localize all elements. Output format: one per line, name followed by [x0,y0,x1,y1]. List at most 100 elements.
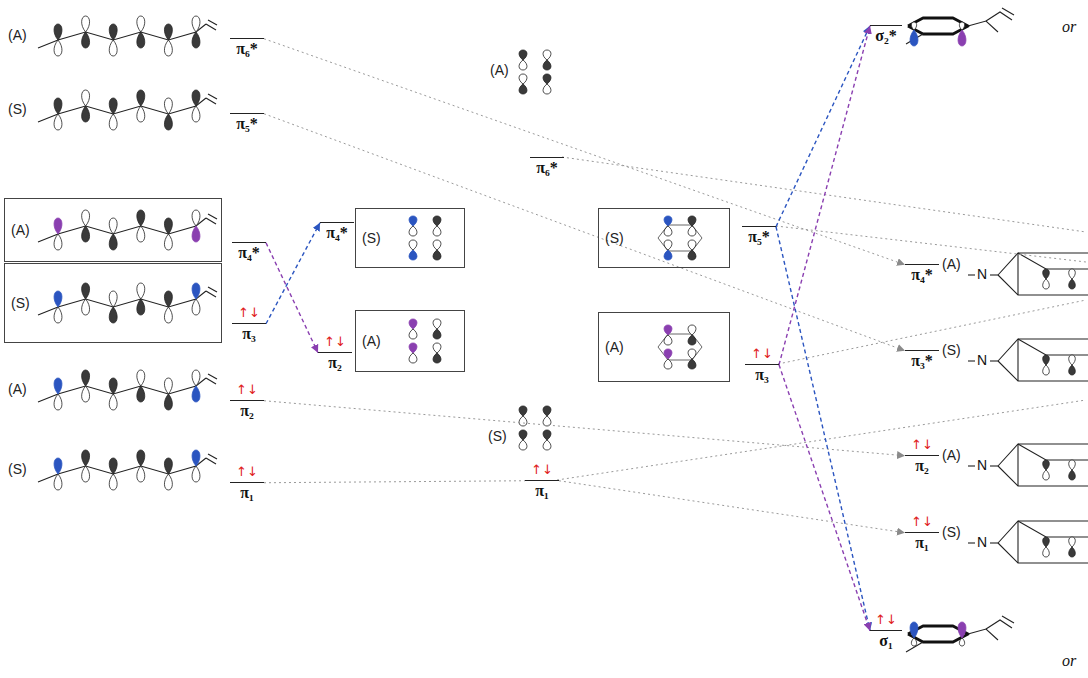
orbital-lobe [82,283,90,299]
electron-pair: ↑↓ [745,346,779,362]
energy-level: π₃↑↓ [745,364,779,384]
orbital-lobe [109,234,117,250]
orbital-name: π₅* [742,228,776,246]
ring-orbitals [519,50,551,94]
orbital-lobe [164,291,172,307]
orbital-lobe [543,50,551,60]
orbital-lobe [409,250,417,260]
bond-line [968,360,975,361]
electron-pair: ↑↓ [230,382,264,398]
orbital-lobe [192,106,200,122]
orbital-lobe [1069,537,1076,547]
cage-bond [1017,444,1018,486]
symmetry-label: (A) [8,27,27,44]
orbital-lobe [1069,365,1076,375]
orbital-lobe [109,218,117,234]
polyene-orbitals [38,16,217,56]
orbital-lobe [433,353,441,363]
orbital-lobe [543,440,551,450]
correlation-arrow [776,227,870,631]
orbital-lobe [82,16,90,32]
orbital-lobe [54,40,62,56]
orbital-lobe [910,30,918,46]
energy-level: π₄* [905,264,939,284]
bicyclic-cage [990,253,1088,295]
orbital-lobe [82,210,90,226]
vinyl-bond [986,12,1012,21]
polyene-orbitals [38,283,217,323]
orbital-lobe [409,240,417,250]
orbital-name: π₁ [905,534,939,552]
orbital-lobe [1043,537,1050,547]
orbital-lobe [543,84,551,94]
orbital-lobe [137,386,145,402]
vinyl-bond [206,24,216,30]
symmetry-label: (A) [605,339,624,356]
carbon-chain [38,458,206,482]
orbital-lobe [409,353,417,363]
orbital-lobe [519,50,527,60]
vinyl-bond [206,458,216,464]
orbital-lobe [82,106,90,122]
orbital-lobe [192,450,200,466]
orbital-lobe [82,370,90,386]
electron-pair: ↑↓ [870,612,902,628]
orbital-name: π₃ [745,366,779,384]
electron-pair: ↑↓ [232,305,266,321]
energy-level: π₆* [530,157,564,177]
symmetry-label: (A) [942,447,961,464]
orbital-lobe [433,343,441,353]
symmetry-label: (S) [942,342,961,359]
energy-level: π₅* [230,113,264,133]
orbital-lobe [688,226,696,236]
orbital-lobe [409,216,417,226]
orbital-lobe [1069,269,1076,279]
orbital-name: π₂ [230,402,264,420]
orbital-name: π₃* [905,352,939,370]
symmetry-label: (S) [942,524,961,541]
ring-orbitals [519,406,551,450]
vinyl-bond [986,620,1012,629]
orbital-lobe [164,474,172,490]
correlation-line [557,400,1086,480]
orbital-lobe [137,90,145,106]
ring-orbitals [658,216,702,260]
ring-outline [658,334,702,360]
orbital-lobe [82,450,90,466]
orbital-lobe [433,319,441,329]
energy-level: π₂↑↓ [230,400,264,420]
orbital-lobe [192,370,200,386]
orbital-lobe [409,226,417,236]
cage-bond [998,466,1088,486]
orbital-lobe [137,299,145,315]
alternative-word: or [1062,18,1076,36]
orbital-lobe [664,226,672,236]
vinyl-bond [208,287,217,292]
cage-bond [998,543,1088,563]
orbital-lobe [959,22,964,30]
orbital-lobe [164,218,172,234]
orbital-lobe [958,622,966,638]
orbital-lobe [409,319,417,329]
energy-level: π₄* [232,242,266,262]
orbital-lobe [433,329,441,339]
polyene-orbitals [38,370,217,410]
orbital-lobe [1043,460,1050,470]
polyene-orbitals [38,450,217,490]
orbital-name: π₄* [232,244,266,262]
vinyl-bond [206,98,216,104]
bond-line [968,542,975,543]
orbital-lobe [1043,279,1050,289]
orbital-lobe [109,378,117,394]
vinyl-bond [206,378,216,384]
correlation-arrow [264,114,905,351]
correlation-arrow [264,39,905,265]
correlation-arrow [266,243,318,353]
symmetry-label: (A) [11,222,30,239]
energy-level: π₅* [742,226,776,246]
symmetry-label: (S) [8,461,27,478]
cage-bond [998,275,1088,295]
orbital-lobe [192,32,200,48]
orbital-lobe [109,474,117,490]
orbital-lobe [82,90,90,106]
